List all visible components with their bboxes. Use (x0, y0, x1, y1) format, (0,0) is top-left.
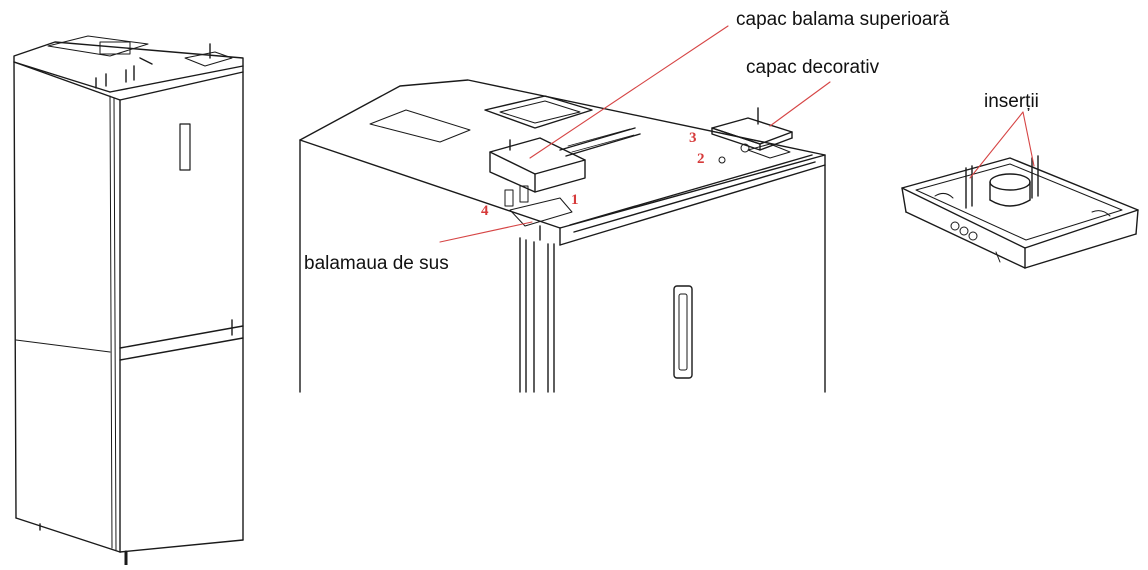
label-decorative-cover: capac decorativ (746, 57, 880, 78)
leader-lines (439, 25, 1035, 243)
leader-top-hinge (439, 221, 533, 243)
insert-part-detail (901, 155, 1139, 269)
label-inserts: inserții (984, 91, 1039, 112)
leader-insert-right (1022, 111, 1035, 167)
leader-insert-left (969, 111, 1024, 179)
label-top-hinge: balamaua de sus (304, 253, 449, 274)
label-top-hinge-cover: capac balama superioară (736, 9, 950, 30)
step-number-1: 1 (571, 192, 579, 208)
refrigerator-full-view (13, 35, 244, 567)
leader-top-hinge-cover (529, 25, 729, 159)
refrigerator-top-closeup (299, 79, 826, 393)
step-number-4: 4 (481, 203, 489, 219)
step-number-3: 3 (689, 130, 697, 146)
step-number-2: 2 (697, 151, 705, 167)
leader-decorative-cover (769, 81, 831, 127)
